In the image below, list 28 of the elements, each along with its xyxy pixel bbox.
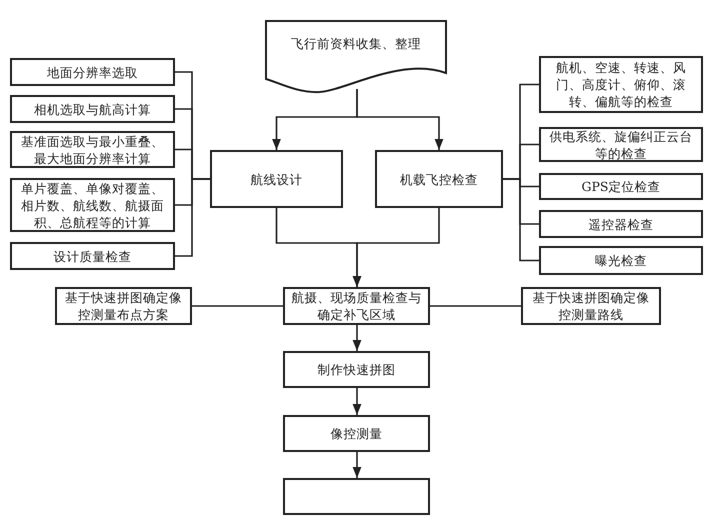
connector-line xyxy=(192,305,283,307)
document-title: 飞行前资料收集、整理 xyxy=(291,35,421,52)
arrow xyxy=(356,89,444,150)
process-box: 设计质量检查 xyxy=(10,242,175,270)
process-box: 机载飞控检查 xyxy=(375,150,503,208)
process-box: 基准面选取与最小重叠、最大地面分辨率计算 xyxy=(10,131,175,168)
process-box: 相机选取与航高计算 xyxy=(10,95,175,123)
connector-line xyxy=(503,178,539,262)
arrow xyxy=(352,325,362,351)
connector-line xyxy=(430,305,521,307)
arrow xyxy=(352,388,362,415)
arrow xyxy=(352,208,440,287)
process-box: 遥控器检查 xyxy=(539,210,703,238)
process-box: 航摄、现场质量检查与确定补飞区域 xyxy=(283,287,430,325)
process-box: 曝光检查 xyxy=(539,246,703,275)
process-box: 基于快速拼图确定像控测量路线 xyxy=(521,287,661,325)
connector-line xyxy=(175,178,210,257)
process-box: GPS定位检查 xyxy=(539,173,703,200)
process-box: 航机、空速、转速、风门、高度计、俯仰、滚转、偏航等的检查 xyxy=(539,56,703,113)
process-box: 航线设计 xyxy=(210,150,343,208)
process-box: 像控测量 xyxy=(283,415,430,452)
process-box: 制作快速拼图 xyxy=(283,351,430,388)
empty-box xyxy=(283,478,430,515)
process-box: 地面分辨率选取 xyxy=(10,58,175,86)
process-box: 供电系统、旋偏纠正云台等的检查 xyxy=(539,127,703,162)
process-box: 单片覆盖、单像对覆盖、相片数、航线数、航摄面积、总航程等的计算 xyxy=(10,178,175,232)
arrow xyxy=(352,452,362,478)
process-box: 基于快速拼图确定像控测量布点方案 xyxy=(55,287,192,325)
